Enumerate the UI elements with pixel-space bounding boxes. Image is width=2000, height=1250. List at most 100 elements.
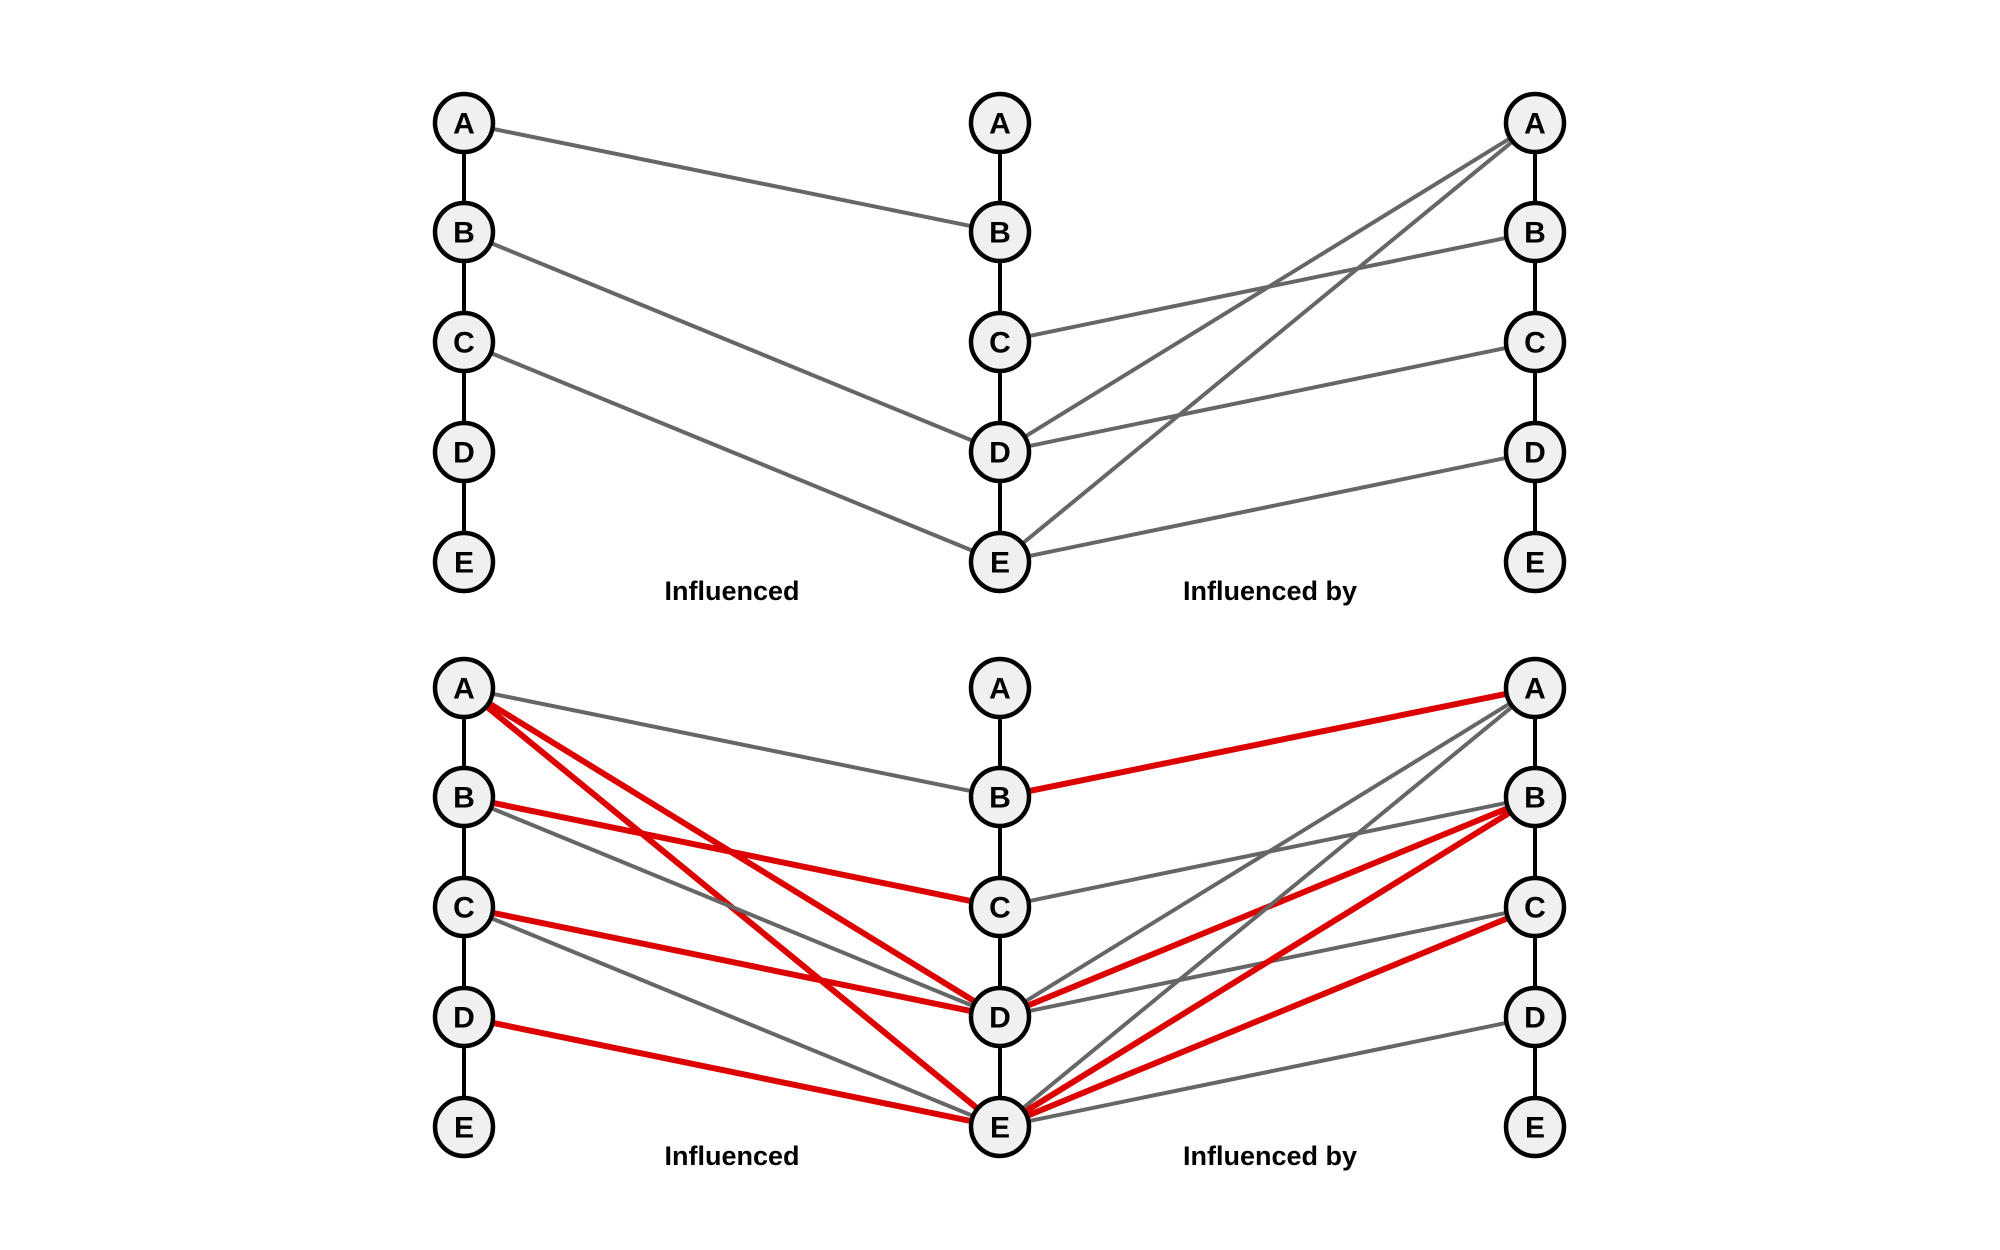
node-bottom-panel-middle-D[interactable]: D: [968, 985, 1032, 1049]
node-label-B: B: [989, 217, 1011, 250]
node-label-B: B: [453, 782, 475, 815]
node-label-E: E: [990, 1112, 1010, 1145]
node-bottom-panel-left-D[interactable]: D: [432, 985, 496, 1049]
node-circle-B[interactable]: [432, 200, 496, 264]
node-circle-D[interactable]: [432, 985, 496, 1049]
node-circle-C[interactable]: [1503, 875, 1567, 939]
node-top-panel-middle-C[interactable]: C: [968, 310, 1032, 374]
node-circle-C[interactable]: [968, 310, 1032, 374]
node-label-B: B: [1524, 782, 1546, 815]
node-label-D: D: [1524, 437, 1546, 470]
node-top-panel-right-C[interactable]: C: [1503, 310, 1567, 374]
node-label-C: C: [1524, 892, 1546, 925]
node-top-panel-middle-E[interactable]: E: [968, 530, 1032, 594]
node-bottom-panel-right-D[interactable]: D: [1503, 985, 1567, 1049]
node-label-D: D: [1524, 1002, 1546, 1035]
node-top-panel-left-C[interactable]: C: [432, 310, 496, 374]
node-label-D: D: [453, 437, 475, 470]
influenced-edge-A-to-B: [490, 126, 974, 229]
node-circle-A[interactable]: [1503, 656, 1567, 720]
influenced-edge-B-to-D: [488, 806, 976, 1008]
node-bottom-panel-right-B[interactable]: B: [1503, 765, 1567, 829]
node-circle-D[interactable]: [1503, 420, 1567, 484]
node-circle-D[interactable]: [1503, 985, 1567, 1049]
node-circle-E[interactable]: [1503, 1095, 1567, 1159]
node-label-C: C: [453, 892, 475, 925]
node-circle-A[interactable]: [432, 656, 496, 720]
node-circle-B[interactable]: [968, 200, 1032, 264]
node-top-panel-right-A[interactable]: A: [1503, 91, 1567, 155]
node-circle-B[interactable]: [432, 765, 496, 829]
node-bottom-panel-left-E[interactable]: E: [432, 1095, 496, 1159]
node-label-A: A: [1524, 673, 1546, 706]
influenced-by-edge-E-to-C: [1023, 915, 1512, 1119]
node-label-B: B: [1524, 217, 1546, 250]
caption-influenced-by-top-panel: Influenced by: [1183, 576, 1357, 606]
node-label-C: C: [453, 327, 475, 360]
node-circle-E[interactable]: [432, 530, 496, 594]
influenced-edge-B-to-C: [489, 799, 975, 905]
node-circle-B[interactable]: [1503, 200, 1567, 264]
node-circle-D[interactable]: [968, 420, 1032, 484]
influenced-by-edge-D-to-A: [1022, 136, 1513, 439]
influenced-edge-C-to-E: [488, 916, 976, 1118]
node-label-A: A: [1524, 108, 1546, 141]
node-circle-A[interactable]: [1503, 91, 1567, 155]
node-circle-E[interactable]: [968, 530, 1032, 594]
node-top-panel-left-E[interactable]: E: [432, 530, 496, 594]
node-circle-E[interactable]: [968, 1095, 1032, 1159]
node-circle-E[interactable]: [432, 1095, 496, 1159]
node-bottom-panel-right-A[interactable]: A: [1503, 656, 1567, 720]
node-top-panel-right-B[interactable]: B: [1503, 200, 1567, 264]
node-label-D: D: [989, 437, 1011, 470]
influenced-edge-D-to-E: [489, 1019, 975, 1125]
node-label-A: A: [989, 108, 1011, 141]
node-label-E: E: [1525, 547, 1545, 580]
caption-influenced-top-panel: Influenced: [664, 576, 799, 606]
node-label-C: C: [989, 327, 1011, 360]
node-bottom-panel-left-A[interactable]: A: [432, 656, 496, 720]
node-bottom-panel-middle-C[interactable]: C: [968, 875, 1032, 939]
node-top-panel-right-E[interactable]: E: [1503, 530, 1567, 594]
node-bottom-panel-middle-A[interactable]: A: [968, 656, 1032, 720]
node-circle-C[interactable]: [1503, 310, 1567, 374]
node-circle-C[interactable]: [432, 875, 496, 939]
influenced-edge-A-to-B: [490, 691, 974, 794]
influenced-by-edge-D-to-A: [1022, 701, 1513, 1004]
node-circle-A[interactable]: [432, 91, 496, 155]
node-label-E: E: [454, 547, 474, 580]
node-top-panel-middle-B[interactable]: B: [968, 200, 1032, 264]
node-top-panel-left-B[interactable]: B: [432, 200, 496, 264]
node-label-D: D: [989, 1002, 1011, 1035]
node-bottom-panel-left-C[interactable]: C: [432, 875, 496, 939]
node-circle-A[interactable]: [968, 91, 1032, 155]
node-bottom-panel-right-C[interactable]: C: [1503, 875, 1567, 939]
node-bottom-panel-middle-E[interactable]: E: [968, 1095, 1032, 1159]
node-circle-D[interactable]: [432, 420, 496, 484]
node-circle-E[interactable]: [1503, 530, 1567, 594]
node-top-panel-middle-D[interactable]: D: [968, 420, 1032, 484]
caption-influenced-by-bottom-panel: Influenced by: [1183, 1141, 1357, 1171]
influenced-by-edge-B-to-A: [1025, 690, 1510, 795]
node-top-panel-right-D[interactable]: D: [1503, 420, 1567, 484]
node-label-D: D: [453, 1002, 475, 1035]
node-circle-C[interactable]: [432, 310, 496, 374]
influenced-by-edge-E-to-A: [1020, 139, 1515, 546]
node-top-panel-middle-A[interactable]: A: [968, 91, 1032, 155]
influenced-edge-C-to-D: [489, 909, 975, 1015]
node-bottom-panel-left-B[interactable]: B: [432, 765, 496, 829]
node-label-A: A: [989, 673, 1011, 706]
node-circle-B[interactable]: [968, 765, 1032, 829]
node-bottom-panel-right-E[interactable]: E: [1503, 1095, 1567, 1159]
node-top-panel-left-D[interactable]: D: [432, 420, 496, 484]
node-circle-A[interactable]: [968, 656, 1032, 720]
node-bottom-panel-middle-B[interactable]: B: [968, 765, 1032, 829]
node-circle-D[interactable]: [968, 985, 1032, 1049]
edges-layer: [462, 126, 1537, 1125]
node-circle-B[interactable]: [1503, 765, 1567, 829]
node-circle-C[interactable]: [968, 875, 1032, 939]
node-top-panel-left-A[interactable]: A: [432, 91, 496, 155]
